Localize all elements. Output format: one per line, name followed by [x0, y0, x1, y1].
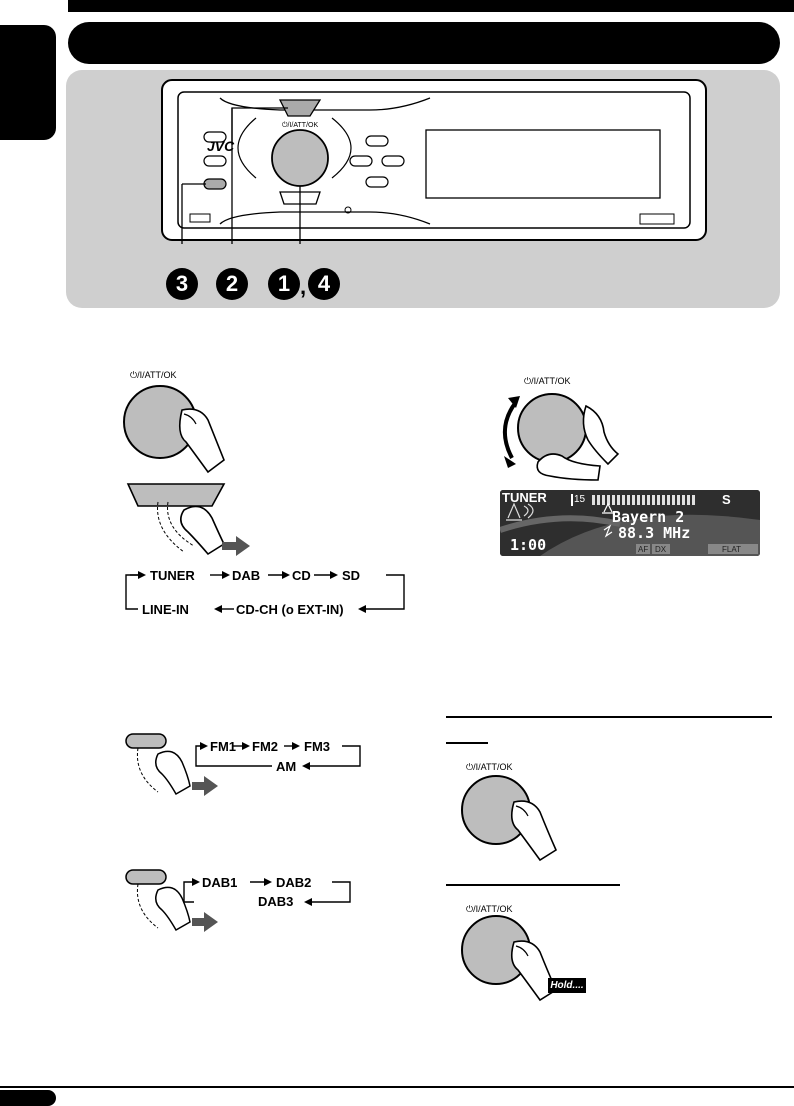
lcd-background-graphic: [500, 490, 760, 556]
lcd-clock: 1:00: [510, 536, 547, 554]
callout-3: 3: [166, 268, 198, 300]
callout-separator: ,: [300, 274, 307, 299]
right-knob-a-press: [461, 775, 558, 862]
right-knob-b-hold: [461, 915, 558, 1002]
step4-knob-rotate: [503, 393, 620, 481]
right-heading-rule-1: [446, 716, 772, 718]
band-fm3: FM3: [304, 739, 330, 754]
lcd-station: Bayern 2: [612, 508, 685, 526]
band-dab2: DAB2: [276, 875, 312, 890]
lcd-eq: FLAT: [722, 545, 741, 554]
fm-band-arrows: [195, 742, 361, 770]
source-cd: CD: [292, 568, 311, 583]
faceplate-knob-label: ⏻/I/ATT/OK: [282, 122, 319, 129]
callout-1: 1: [268, 268, 300, 300]
callout-4: 4: [308, 268, 340, 300]
right-knob-a-label: ⏻/I/ATT/OK: [466, 762, 513, 772]
right-heading-rule-3: [446, 884, 620, 886]
lcd-display: TUNER 15 S Bayern 2 88.3 MHz 1:00 AF DX …: [500, 490, 760, 556]
band-dab1: DAB1: [202, 875, 238, 890]
band-am: AM: [276, 759, 297, 774]
step4-knob-label: ⏻/I/ATT/OK: [524, 376, 571, 386]
right-heading-rule-2: [446, 742, 488, 744]
hold-tag: Hold....: [548, 978, 586, 993]
bottom-rule: [0, 1086, 794, 1088]
band-dab3: DAB3: [258, 894, 294, 909]
lcd-dx-indicator: DX: [655, 545, 667, 554]
band-button-press-fm: [125, 733, 218, 796]
lcd-preset: 15: [574, 494, 586, 505]
page-number-pill: [0, 1090, 56, 1106]
source-button-press: [126, 483, 250, 556]
car-stereo-faceplate: [161, 79, 707, 244]
lcd-frequency: 88.3 MHz: [618, 524, 691, 542]
lcd-source: TUNER: [502, 490, 547, 505]
step1-knob-press: [123, 385, 225, 474]
top-rule: [68, 0, 794, 12]
band-fm1: FM1: [210, 739, 236, 754]
callout-2: 2: [216, 268, 248, 300]
right-knob-b-label: ⏻/I/ATT/OK: [466, 904, 513, 914]
dab-band-arrows: [183, 878, 351, 906]
step1-knob-label: ⏻/I/ATT/OK: [130, 370, 177, 380]
source-sd: SD: [342, 568, 361, 583]
band-fm2: FM2: [252, 739, 278, 754]
lcd-af-indicator: AF: [638, 545, 649, 554]
source-line-in: LINE-IN: [142, 602, 189, 617]
source-dab: DAB: [232, 568, 261, 583]
brand-logo: JVC: [207, 138, 235, 154]
source-flow-arrows: [125, 571, 405, 613]
language-tab: [0, 25, 56, 140]
lcd-ps-tail: S: [722, 492, 731, 507]
band-button-press-dab: [125, 869, 218, 932]
source-tuner: TUNER: [150, 568, 195, 583]
section-title-bar: [68, 22, 780, 64]
source-cd-ch: CD-CH (o EXT-IN): [236, 602, 344, 617]
